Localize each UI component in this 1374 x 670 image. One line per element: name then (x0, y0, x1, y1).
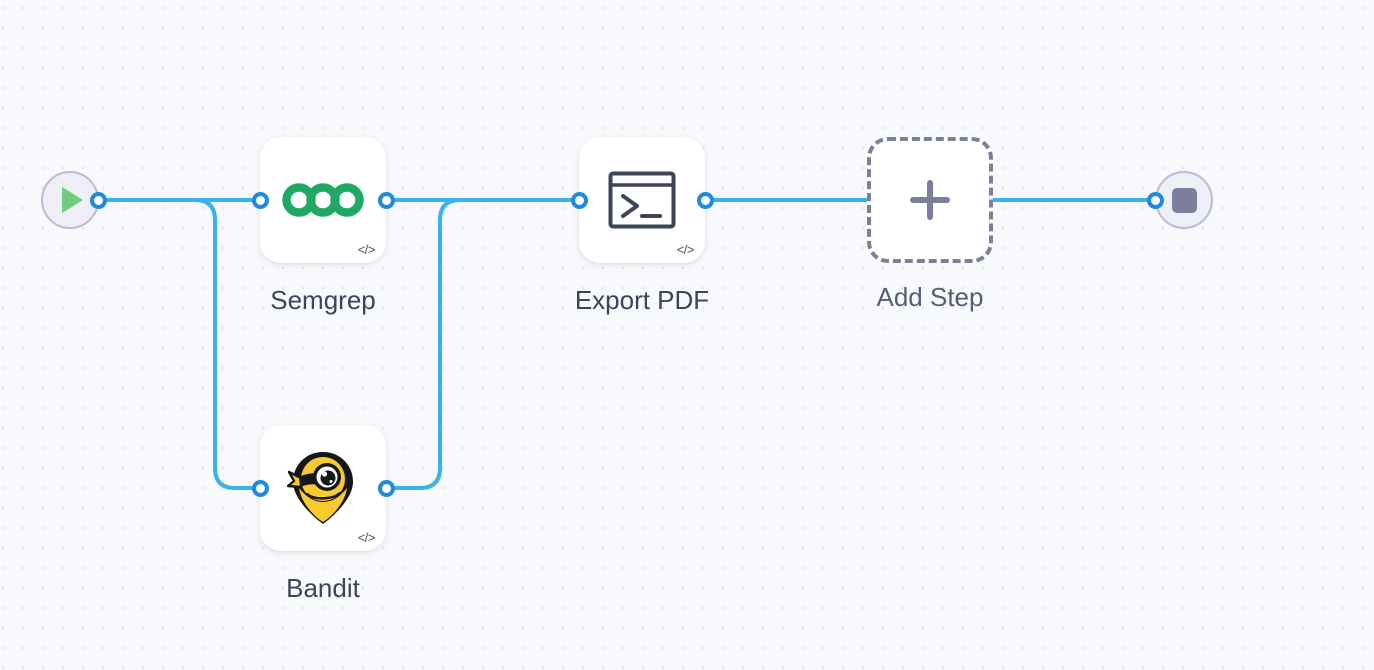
bandit-input-port[interactable] (252, 480, 269, 497)
node-semgrep[interactable]: </> Semgrep (252, 137, 395, 315)
semgrep-input-port[interactable] (252, 192, 269, 209)
play-icon (62, 187, 83, 213)
node-export-pdf[interactable]: </> Export PDF (571, 137, 714, 315)
edge-start-to-bandit (97, 198, 263, 490)
add-step-label: Add Step (876, 282, 984, 312)
plus-icon (908, 178, 952, 222)
end-node-circle[interactable] (1155, 171, 1213, 229)
terminal-icon (608, 171, 676, 229)
export-pdf-card[interactable]: </> (579, 137, 705, 263)
export-pdf-label: Export PDF (574, 285, 710, 315)
node-add-step[interactable]: Add Step (867, 137, 993, 312)
edge-bandit-to-export (385, 198, 581, 490)
node-bandit[interactable]: </> Bandit (252, 425, 395, 603)
export-pdf-output-port[interactable] (697, 192, 714, 209)
stop-icon (1171, 187, 1197, 213)
end-input-port[interactable] (1147, 192, 1164, 209)
bandit-output-port[interactable] (378, 480, 395, 497)
semgrep-card[interactable]: </> (260, 137, 386, 263)
semgrep-logo-icon (282, 183, 364, 217)
start-node-circle[interactable] (41, 171, 99, 229)
bandit-logo-icon (287, 452, 353, 524)
add-step-card[interactable] (867, 137, 993, 263)
semgrep-label: Semgrep (270, 285, 376, 315)
code-badge: </> (357, 530, 376, 545)
bandit-card[interactable]: </> (260, 425, 386, 551)
bandit-label: Bandit (286, 573, 360, 603)
node-start[interactable] (41, 171, 107, 229)
code-badge: </> (676, 242, 695, 257)
start-output-port[interactable] (90, 192, 107, 209)
export-pdf-input-port[interactable] (571, 192, 588, 209)
semgrep-output-port[interactable] (378, 192, 395, 209)
node-end[interactable] (1147, 171, 1213, 229)
code-badge: </> (357, 242, 376, 257)
